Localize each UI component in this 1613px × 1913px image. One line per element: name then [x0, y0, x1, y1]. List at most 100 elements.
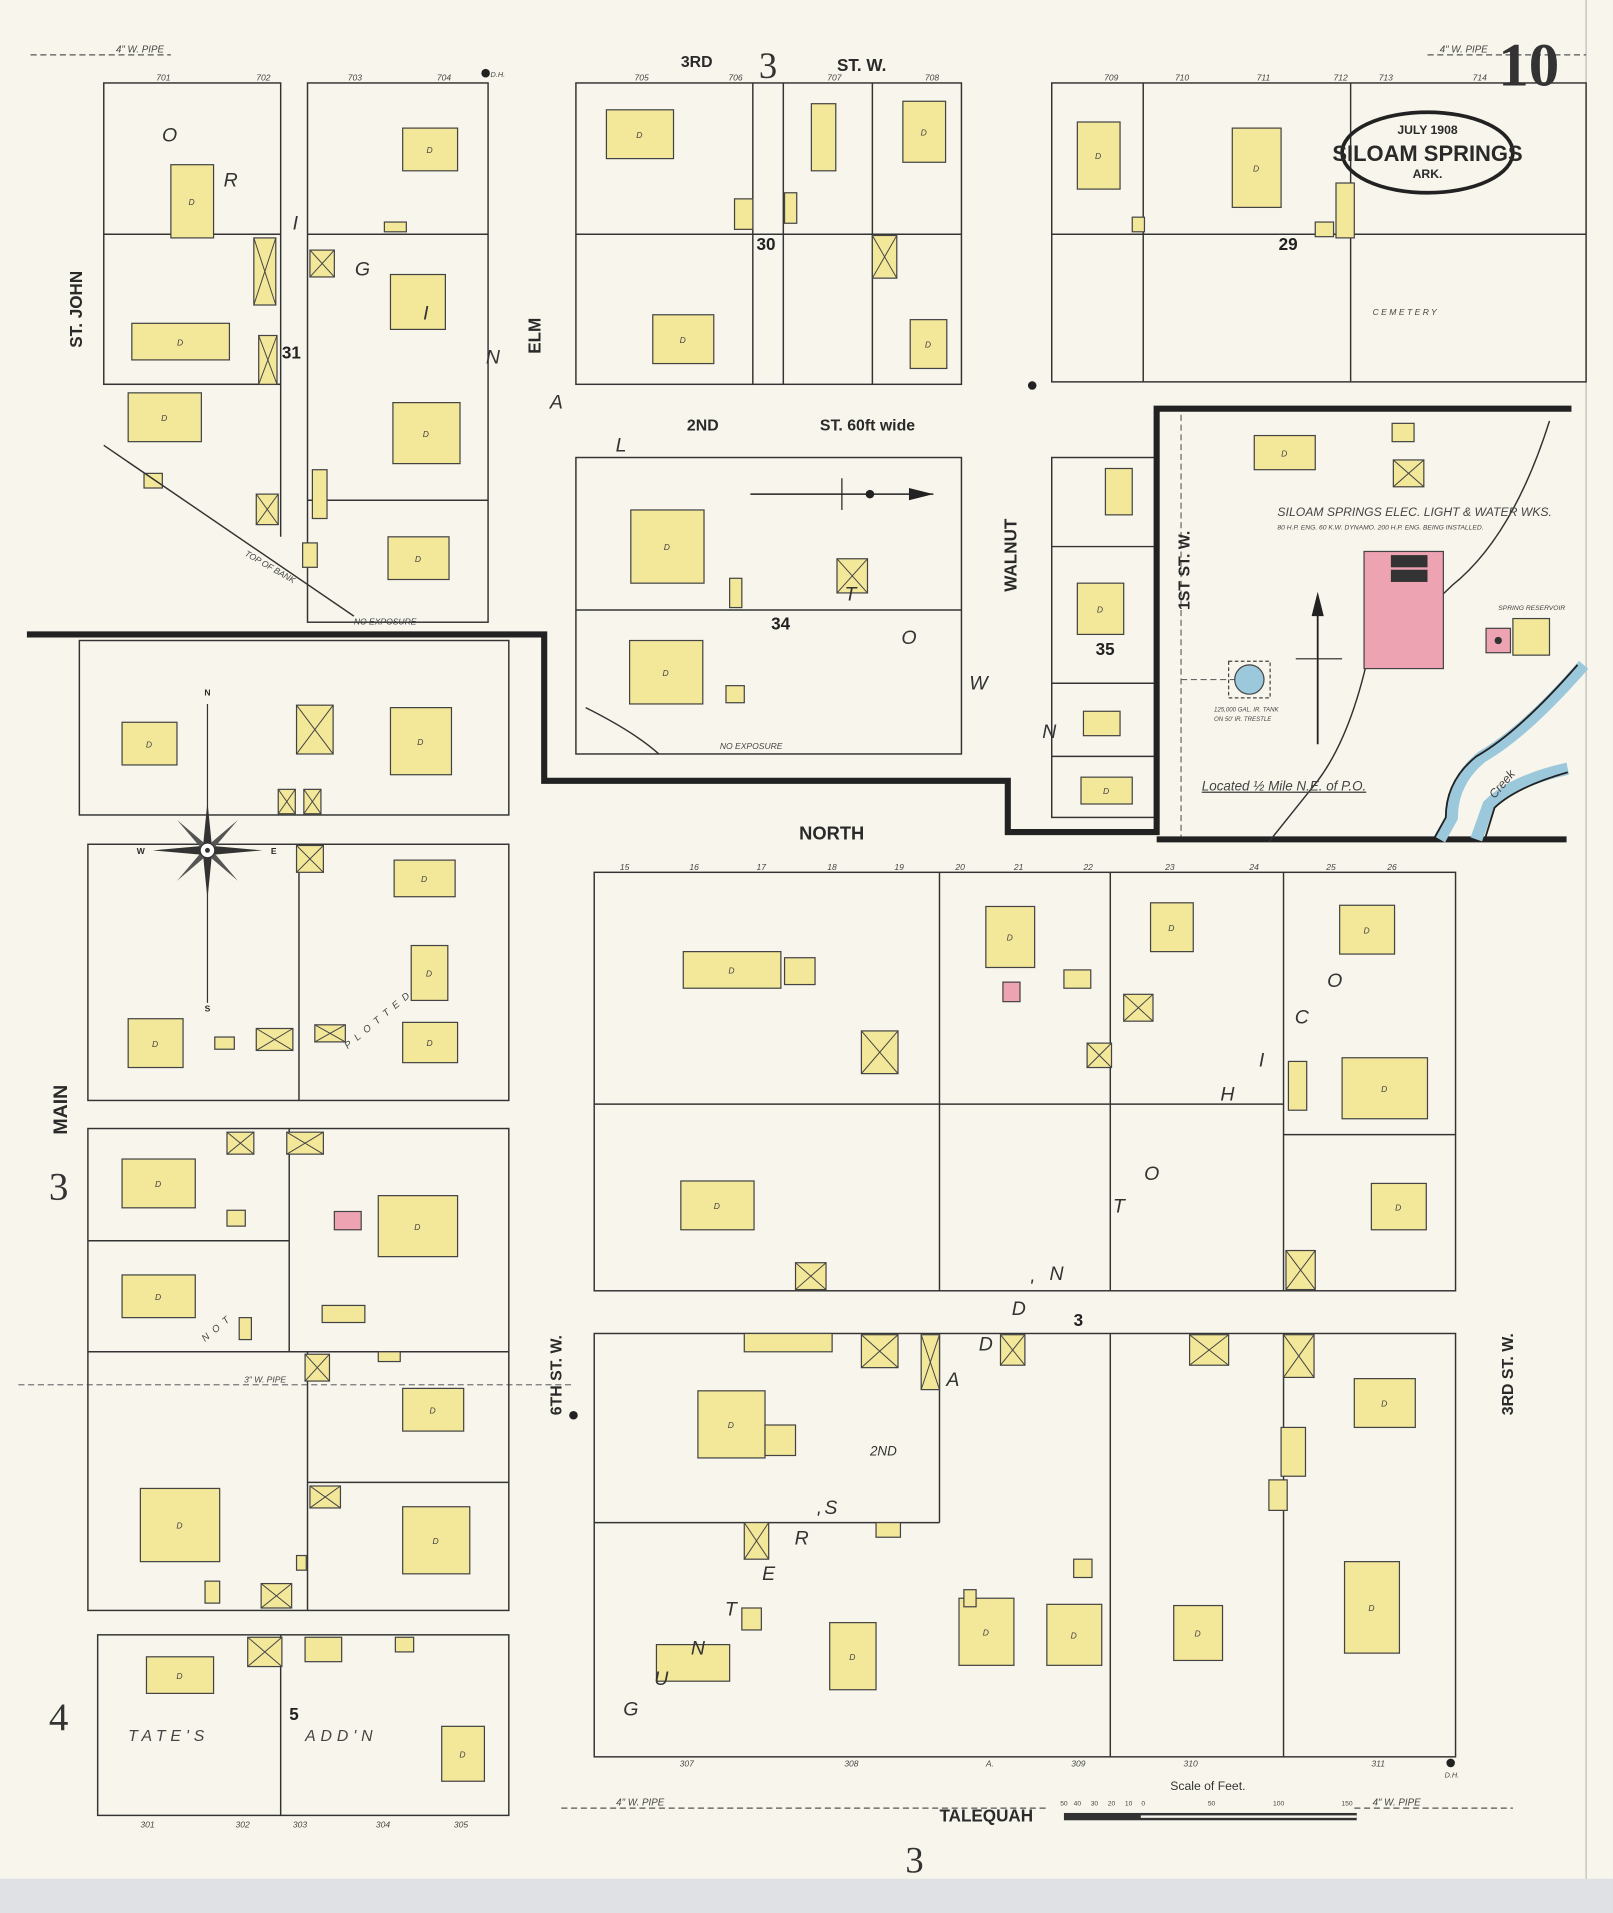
dwelling-mark: D	[417, 737, 423, 747]
dwelling-mark: D	[1007, 933, 1013, 943]
address-number: 307	[680, 1759, 694, 1769]
ward-number: 3	[759, 45, 777, 86]
dwelling	[295, 1554, 307, 1571]
ward-number: 3	[49, 1165, 69, 1208]
addition-letter: R	[224, 170, 238, 192]
scale-tick-label: 40	[1074, 1801, 1082, 1808]
addition-letter: C	[1295, 1007, 1310, 1029]
addition-letter: O	[901, 627, 916, 649]
building-footprint	[321, 1304, 366, 1324]
dwelling: D	[1046, 1603, 1103, 1666]
dwelling: D	[393, 859, 456, 898]
building-footprint	[655, 1643, 731, 1682]
street-label-2nd: 2ND	[687, 418, 719, 435]
building-footprint	[333, 1210, 362, 1231]
scale-tick-label: 150	[1341, 1801, 1352, 1808]
street-label-3rd: 3RD	[681, 54, 713, 71]
building-footprint	[1370, 1182, 1427, 1231]
tank-label: 125,000 GAL. IR. TANK	[1214, 706, 1280, 713]
addition-letter: T	[844, 583, 858, 605]
building-footprint	[402, 127, 459, 172]
shed	[314, 1024, 346, 1043]
building-footprint	[958, 1597, 1015, 1666]
dwelling: D	[680, 1180, 755, 1231]
dwelling: D	[1231, 127, 1282, 209]
compass-rose-icon: N S E W	[137, 687, 277, 1013]
hydrant-icon	[1446, 1758, 1455, 1768]
addition-letter: O	[1327, 970, 1342, 992]
address-number: 709	[1104, 73, 1118, 83]
dwelling-mark: D	[426, 1038, 432, 1048]
building-footprint	[302, 542, 318, 568]
dwelling: D	[121, 1158, 196, 1209]
building-footprint	[121, 721, 178, 766]
addition-letter: I	[423, 303, 429, 325]
shed-cross	[1189, 1334, 1229, 1366]
dwelling-mark: D	[714, 1201, 720, 1211]
building-footprint	[304, 1636, 343, 1663]
dwelling	[963, 1589, 977, 1608]
address-number: 301	[140, 1820, 154, 1830]
addition-letter: '	[816, 1508, 821, 1530]
spring-reservoir-label: SPRING RESERVOIR	[1498, 605, 1565, 612]
state-name: ARK.	[1413, 167, 1443, 181]
scale-tick-label: 100	[1273, 1801, 1284, 1808]
building-footprint	[1046, 1603, 1103, 1666]
addition-letter: A	[549, 392, 563, 414]
addition-letter: D	[979, 1334, 993, 1356]
dwelling	[1131, 216, 1146, 233]
dwelling: D	[170, 164, 215, 239]
dwelling-mark: D	[1097, 604, 1103, 614]
building-footprint	[1339, 904, 1396, 955]
shed-cross	[743, 1522, 770, 1560]
tank-label: ON 50' IR. TRESTLE	[1214, 716, 1272, 723]
no-exposure-label: NO EXPOSURE	[720, 741, 783, 751]
dwelling	[875, 1521, 902, 1538]
street-labels: 3RD 3 ST. W. 2ND ST. 60ft wide ST. JOHN …	[49, 45, 1517, 1881]
title-cartouche: JULY 1908 SILOAM SPRINGS ARK. 10	[1332, 32, 1559, 195]
building-footprint	[1268, 1479, 1288, 1512]
tates-addn-label: ADD'N	[304, 1728, 377, 1745]
address-number: 18	[827, 862, 837, 872]
dwelling-mark: D	[925, 340, 931, 350]
address-number: 712	[1334, 73, 1348, 83]
building-footprint	[1076, 121, 1121, 190]
dwelling: D	[1076, 121, 1121, 190]
addition-letter: I	[293, 212, 299, 234]
street-label-elm: ELM	[526, 318, 545, 354]
shed	[920, 1334, 941, 1391]
shed-cross	[256, 1028, 294, 1051]
scale-tick-label: 20	[1108, 1801, 1116, 1808]
shed-cross	[303, 789, 322, 815]
address-number: 25	[1325, 862, 1336, 872]
dwelling: D	[1339, 904, 1396, 955]
address-number: 704	[437, 73, 451, 83]
dwelling-mark: D	[1381, 1084, 1387, 1094]
pipe-label: 4" W. PIPE	[116, 44, 165, 55]
building-footprint	[741, 1607, 762, 1631]
street-label-6th-st-w: 6TH ST. W.	[548, 1335, 565, 1415]
shed-cross	[836, 558, 868, 594]
shed-cross	[795, 1262, 827, 1290]
cemetery-label: CEMETERY	[1373, 307, 1440, 317]
building-footprint	[131, 322, 231, 361]
ward-number: 3	[905, 1840, 923, 1881]
dwelling	[743, 1332, 833, 1353]
building-footprint	[1063, 969, 1092, 989]
building-footprint	[810, 103, 837, 172]
block-numbers: 31 30 29 34 35 5	[282, 235, 1298, 1724]
shed	[255, 1027, 294, 1052]
shed-cross	[226, 1131, 255, 1155]
dwelling-mark: D	[426, 145, 432, 155]
gunters-addition-label: GUNTER'S2NDADD'NTOHICO	[623, 970, 1342, 1720]
address-number: 701	[156, 73, 170, 83]
pipe-label: 4" W. PIPE	[1440, 44, 1489, 55]
original-town-label: ORIGINALTOWN	[162, 125, 1057, 744]
dwelling-mark: D	[728, 966, 734, 976]
dwelling	[394, 1636, 415, 1653]
building-footprint	[605, 109, 675, 160]
building-footprint	[226, 1209, 246, 1227]
scale-tick-label: 0	[1141, 1801, 1145, 1808]
